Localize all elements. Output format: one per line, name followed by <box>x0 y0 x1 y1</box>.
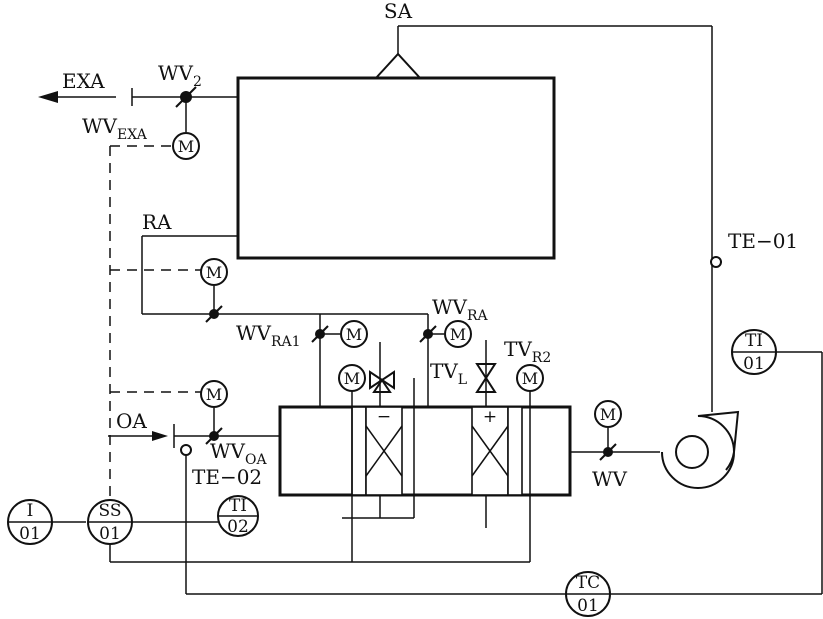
motor-wvoa: M <box>200 380 228 408</box>
svg-text:01: 01 <box>577 596 599 616</box>
motor-wv-supply: M <box>594 400 622 428</box>
control-signal-lines <box>109 145 204 510</box>
cooling-coil-sign: − <box>377 407 391 427</box>
return-air-duct <box>141 235 444 407</box>
motor-wvra: M <box>444 320 472 348</box>
te02-label: TE−02 <box>192 465 262 489</box>
tvr2-label: TVR2 <box>504 337 551 366</box>
motor-tvr2: M <box>516 364 544 392</box>
three-way-valve <box>369 370 395 393</box>
svg-text:01: 01 <box>19 524 41 544</box>
svg-text:TC: TC <box>576 573 600 593</box>
supply-fan <box>661 410 740 489</box>
svg-text:02: 02 <box>227 517 249 537</box>
supply-duct <box>570 428 660 461</box>
cooling-coil <box>351 406 403 496</box>
te02-sensor <box>180 444 192 456</box>
wv2-label: WV2 <box>158 61 202 90</box>
heating-coil <box>471 406 523 496</box>
room-box <box>236 76 556 260</box>
svg-text:M: M <box>344 369 360 388</box>
svg-text:M: M <box>600 405 616 424</box>
te01-sensor <box>710 256 722 268</box>
svg-text:SS: SS <box>99 501 122 521</box>
wv-label: WV <box>592 467 628 491</box>
outdoor-air-label: OA <box>116 409 147 433</box>
wv2-damper <box>175 86 197 132</box>
wvra-label: WVRA <box>432 295 489 324</box>
svg-text:M: M <box>178 137 194 156</box>
wvra1-label: WVRA1 <box>236 321 301 350</box>
supply-air-outlet <box>373 25 713 412</box>
wvexa-label: WVEXA <box>82 114 148 143</box>
te01-label: TE−01 <box>728 229 798 253</box>
two-way-valve <box>475 363 497 393</box>
outdoor-air-duct <box>108 408 280 448</box>
motor-wvexa: M <box>172 132 200 160</box>
motor-three-way-valve: M <box>338 364 366 392</box>
instrument-wiring <box>52 261 823 595</box>
instrument-ss01: SS 01 <box>87 499 133 545</box>
motor-wvra-return: M <box>200 258 228 286</box>
return-air-label: RA <box>142 210 172 234</box>
air-handling-unit <box>278 405 572 497</box>
cooling-piping <box>342 342 415 562</box>
instrument-tc01: TC 01 <box>565 571 611 617</box>
instrument-ti02: TI 02 <box>217 495 259 537</box>
svg-text:I: I <box>27 501 34 521</box>
motor-wvra1: M <box>340 320 368 348</box>
supply-air-label: SA <box>384 0 413 23</box>
svg-text:TI: TI <box>229 496 247 516</box>
svg-text:M: M <box>450 325 466 344</box>
instrument-ti01: TI 01 <box>731 329 777 375</box>
svg-text:M: M <box>206 263 222 282</box>
svg-text:M: M <box>346 325 362 344</box>
instrument-i01: I 01 <box>7 499 53 545</box>
svg-text:TI: TI <box>745 331 763 351</box>
svg-text:01: 01 <box>743 354 765 374</box>
svg-text:M: M <box>206 385 222 404</box>
wvoa-label: WVOA <box>210 439 267 468</box>
exhaust-air-label: EXA <box>62 69 105 93</box>
heating-coil-sign: + <box>483 407 497 427</box>
svg-text:M: M <box>522 369 538 388</box>
heating-piping <box>485 340 531 562</box>
tvl-label: TVL <box>430 359 467 388</box>
svg-text:01: 01 <box>99 524 121 544</box>
